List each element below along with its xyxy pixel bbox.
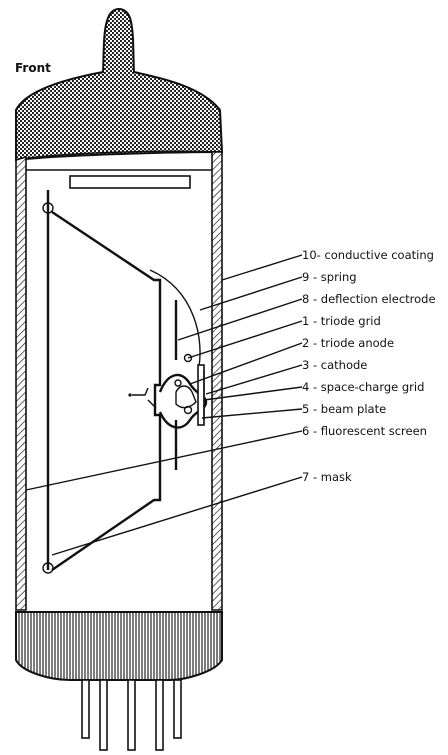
label-fluorescent-screen: 6 - fluorescent screen: [302, 424, 427, 438]
tube-base: [15, 611, 223, 681]
electrode-structure: [42, 190, 208, 574]
dome-edge: [15, 150, 223, 161]
label-cathode: 3 - cathode: [302, 358, 367, 372]
label-conductive-coating: 10- conductive coating: [302, 248, 434, 262]
callout-labels: 10- conductive coating 9 - spring 8 - de…: [302, 248, 436, 484]
view-label-front: Front: [15, 61, 51, 75]
label-beam-plate: 5 - beam plate: [302, 402, 386, 416]
label-spring: 9 - spring: [302, 270, 357, 284]
label-space-charge-grid: 4 - space-charge grid: [302, 380, 424, 394]
label-triode-grid: 1 - triode grid: [302, 314, 381, 328]
tube-left-wall: [15, 155, 27, 611]
tube-right-wall: [211, 151, 223, 611]
label-triode-anode: 2 - triode anode: [302, 336, 394, 350]
label-deflection-electrode: 8 - deflection electrode: [302, 292, 436, 306]
top-mica-plate: [69, 175, 191, 189]
tube-dome: [15, 8, 224, 162]
label-mask: 7 - mask: [302, 470, 352, 484]
base-pins: [81, 679, 182, 751]
leader-lines: [25, 254, 303, 556]
